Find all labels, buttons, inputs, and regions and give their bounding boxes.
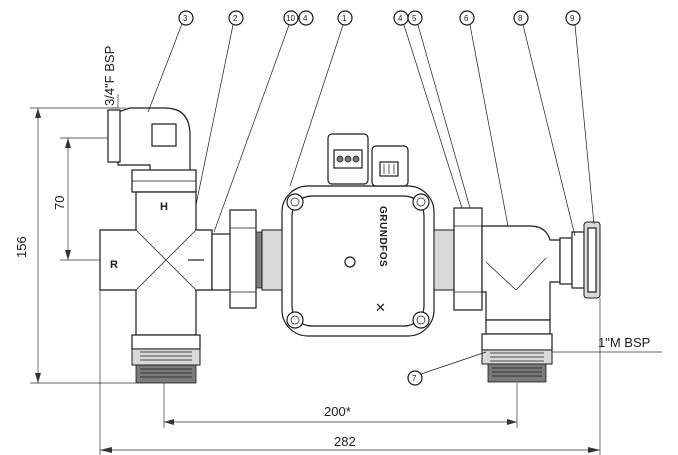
callout-4-left-label: 4 [303,14,308,23]
callout-1 [289,10,353,187]
return-port-label: R [110,259,118,271]
dimension-282 [99,290,601,455]
dimension-70 [60,137,108,261]
dim-width-ports: 200* [324,404,351,419]
pump-head [261,133,455,337]
dimension-3-4-bsp [110,94,126,109]
callout-10 [213,10,299,233]
callout-4-right [393,10,463,209]
bottom-port-size: 1"M BSP [598,335,650,350]
callout-4-left [298,10,314,26]
pump-brand: GRUNDFOS [377,206,388,267]
dimension-156 [30,107,136,384]
callout-3-label: 3 [183,14,188,23]
callout-8 [513,10,576,237]
callout-7-label: 7 [412,374,417,383]
callout-10-label: 10 [286,14,295,23]
callout-6 [459,10,509,227]
callout-3 [147,10,194,113]
callout-2-label: 2 [233,14,238,23]
right-valve-body [481,225,561,383]
dim-height-inner: 70 [52,196,67,210]
callout-6-label: 6 [464,14,469,23]
right-union-nut [453,207,483,311]
callout-8-label: 8 [518,14,523,23]
callout-1-label: 1 [342,14,347,23]
dim-height-total: 156 [14,236,29,258]
left-valve-body [99,107,213,384]
callout-9-label: 9 [570,14,575,23]
callout-2 [195,10,244,206]
hot-port-label: H [160,201,168,213]
callout-4-right-label: 4 [398,14,403,23]
callout-9 [565,10,595,225]
top-port-size: 3/4"F BSP [102,46,117,106]
callout-5 [407,10,471,209]
air-vent-cap [559,221,601,299]
callout-7 [407,351,487,386]
pump-logo-mark: ✕ [375,300,386,315]
dimension-200 [163,383,518,428]
callout-5-label: 5 [412,14,417,23]
dim-width-total: 282 [334,434,356,449]
